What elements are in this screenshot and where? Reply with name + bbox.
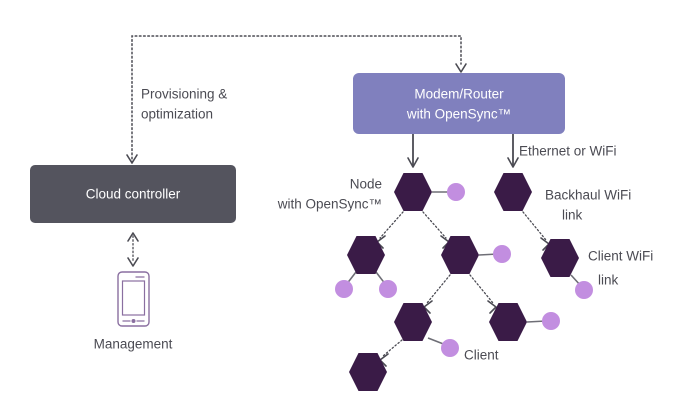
client-left-b-circle[interactable] [379,280,397,298]
router-to-right-node-arrow [507,134,519,168]
management-arrowhead-up [127,232,139,242]
backhaul-arrowhead-lower-right [487,300,497,314]
modem-router-box[interactable]: Modem/Router with OpenSync™ [353,73,565,134]
backhaul-lower-center-to-bottom-left [382,339,403,357]
backhaul-center-to-lower-right [469,274,494,304]
backhaul-primary-to-left [379,211,404,239]
cloud-controller-box[interactable]: Cloud controller [30,165,236,223]
backhaul-links [376,211,550,367]
client-wifi-label-line2: link [598,273,619,288]
backhaul-primary-to-center [422,211,447,239]
client-lower-right-circle[interactable] [542,312,560,330]
node-right-top-hexagon[interactable] [494,173,532,211]
provisioning-arrowhead-cloud [126,154,138,164]
provisioning-label-line1: Provisioning & [141,87,227,102]
node-right-lower-hexagon[interactable] [541,239,579,277]
client-center-right-circle[interactable] [493,245,511,263]
cloud-controller-label: Cloud controller [86,187,181,202]
client-primary-right-circle[interactable] [447,183,465,201]
node-lower-right-hexagon[interactable] [489,303,527,341]
phone-home-button [131,319,136,323]
cloud-controller-rect [30,165,236,223]
router-node-arrowhead [407,157,419,168]
modem-router-label-line2: with OpenSync™ [406,107,511,122]
management-connector [127,232,139,267]
node-lower-center-hexagon[interactable] [394,303,432,341]
provisioning-arrowhead-router [455,63,467,73]
management-label: Management [94,337,173,352]
modem-router-label-line1: Modem/Router [414,87,504,102]
router-right-node-arrowhead [507,157,519,168]
client-right-lower-circle[interactable] [575,281,593,299]
hexagon-nodes [347,173,579,391]
client-lower-center-circle[interactable] [441,339,459,357]
node-label-line2: with OpenSync™ [277,197,382,212]
node-bottom-left-hexagon[interactable] [349,353,387,391]
backhaul-center-to-lower-center [426,274,451,304]
management-arrowhead-down [127,257,139,267]
router-to-node-arrow [407,134,419,168]
provisioning-dotted-path [131,35,462,164]
backhaul-right-top-to-lower [522,211,547,241]
node-left-hexagon[interactable] [347,236,385,274]
backhaul-label-line1: Backhaul WiFi [545,188,631,203]
client-left-a-circle[interactable] [335,280,353,298]
mobile-phone-icon [117,271,150,327]
node-center-hexagon[interactable] [441,236,479,274]
node-primary-hexagon[interactable] [394,173,432,211]
backhaul-label-line2: link [562,208,583,223]
client-circles [335,183,593,357]
provisioning-label-line2: optimization [141,107,213,122]
client-label: Client [464,348,499,363]
provisioning-connector [126,35,467,164]
node-label-line1: Node [350,177,382,192]
client-wifi-label-line1: Client WiFi [588,249,653,264]
phone-screen [121,280,146,316]
ethernet-or-wifi-label: Ethernet or WiFi [519,144,617,159]
modem-router-rect [353,73,565,134]
